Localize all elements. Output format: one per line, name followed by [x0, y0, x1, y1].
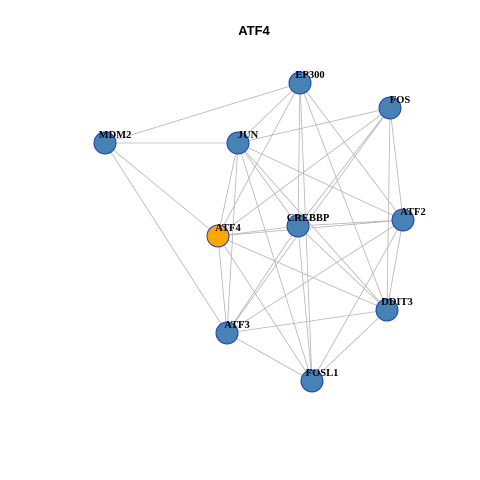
node-fos[interactable]	[378, 96, 402, 120]
edge-crebbp-atf3	[226, 225, 299, 334]
edge-fos-atf3	[226, 107, 391, 334]
edge-ddit3-fosl1	[311, 309, 388, 382]
node-label-mdm2: MDM2	[99, 130, 132, 141]
node-ep300[interactable]	[288, 71, 312, 95]
edge-ep300-atf2	[299, 82, 404, 221]
edge-layer	[104, 82, 404, 382]
node-layer	[93, 71, 415, 393]
node-atf2[interactable]	[391, 208, 415, 232]
edge-ep300-jun	[237, 82, 301, 144]
node-label-fosl1: FOSL1	[306, 368, 339, 379]
edge-atf2-atf3	[226, 219, 404, 334]
node-ddit3[interactable]	[375, 298, 399, 322]
node-label-jun: JUN	[238, 130, 259, 141]
edge-crebbp-atf2	[297, 219, 404, 227]
node-label-crebbp: CREBBP	[287, 213, 330, 224]
edge-fos-atf4	[217, 107, 391, 237]
edge-fos-crebbp	[297, 107, 391, 227]
edge-fos-atf2	[389, 107, 404, 221]
edge-ep300-crebbp	[297, 82, 301, 227]
edge-mdm2-atf3	[104, 142, 228, 334]
edge-crebbp-fosl1	[297, 225, 313, 382]
edge-jun-fosl1	[237, 142, 313, 382]
edge-atf2-ddit3	[386, 219, 404, 311]
edge-ep300-mdm2	[104, 82, 301, 144]
edge-fos-ddit3	[386, 107, 391, 311]
edge-jun-atf3	[226, 142, 239, 334]
node-label-atf2: ATF2	[400, 207, 425, 218]
edge-atf2-fosl1	[311, 219, 404, 382]
node-label-atf3: ATF3	[224, 320, 249, 331]
edge-atf4-atf2	[217, 219, 404, 237]
node-fosl1[interactable]	[300, 369, 324, 393]
node-mdm2[interactable]	[93, 131, 117, 155]
edge-jun-atf2	[237, 142, 404, 221]
edge-jun-atf4	[217, 142, 239, 237]
edge-mdm2-atf4	[104, 142, 219, 237]
edge-atf3-fosl1	[226, 332, 313, 382]
node-label-ddit3: DDIT3	[381, 297, 413, 308]
node-label-fos: FOS	[390, 95, 411, 106]
node-crebbp[interactable]	[286, 214, 310, 238]
edge-ep300-atf4	[217, 82, 301, 237]
node-jun[interactable]	[226, 131, 250, 155]
node-label-ep300: EP300	[295, 70, 324, 81]
edge-fos-jun	[237, 107, 391, 144]
edge-jun-ddit3	[237, 142, 388, 311]
edge-jun-crebbp	[237, 142, 299, 227]
edge-ep300-ddit3	[299, 82, 388, 311]
node-label-atf4: ATF4	[215, 223, 241, 234]
edge-atf4-atf3	[217, 235, 228, 334]
edge-ddit3-atf3	[226, 309, 388, 334]
node-atf3[interactable]	[215, 321, 239, 345]
graph-title: ATF4	[238, 23, 270, 38]
edge-crebbp-ddit3	[297, 225, 388, 311]
node-atf4[interactable]	[206, 224, 230, 248]
edge-atf4-crebbp	[217, 225, 299, 237]
